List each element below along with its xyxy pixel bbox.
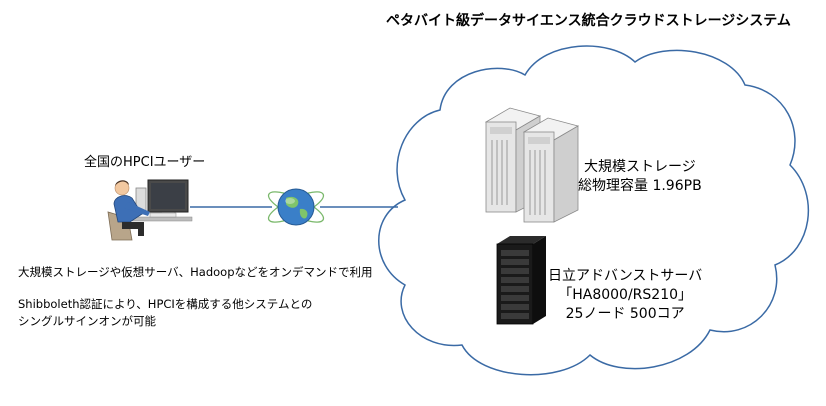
diagram-title: ペタバイト級データサイエンス統合クラウドストレージシステム xyxy=(386,13,791,29)
server-label-nodes: 25ノード 500コア xyxy=(565,306,685,322)
server-label-model: 「HA8000/RS210」 xyxy=(558,287,693,303)
storage-label: 大規模ストレージ 総物理容量 1.96PB xyxy=(578,158,702,196)
feature-note-on-demand: 大規模ストレージや仮想サーバ、Hadoopなどをオンデマンドで利用 xyxy=(18,265,373,279)
rack-server-icon xyxy=(496,236,546,325)
cloud-shape xyxy=(378,45,810,376)
globe-network-icon xyxy=(267,188,325,226)
feature-note-sso: Shibboleth認証により、HPCIを構成する他システムとの シングルサイン… xyxy=(18,296,312,330)
server-label: 日立アドバンストサーバ 「HA8000/RS210」 25ノード 500コア xyxy=(548,267,702,324)
feature-note-sso-line1: Shibboleth認証により、HPCIを構成する他システムとの xyxy=(18,297,313,311)
server-label-name: 日立アドバンストサーバ xyxy=(548,268,703,284)
storage-label-name: 大規模ストレージ xyxy=(583,159,696,175)
storage-label-capacity: 総物理容量 1.96PB xyxy=(578,178,702,194)
user-at-computer-icon xyxy=(107,179,193,241)
feature-note-sso-line2: シングルサインオンが可能 xyxy=(18,314,156,328)
user-label: 全国のHPCIユーザー xyxy=(84,155,206,170)
storage-server-icon xyxy=(484,107,580,223)
